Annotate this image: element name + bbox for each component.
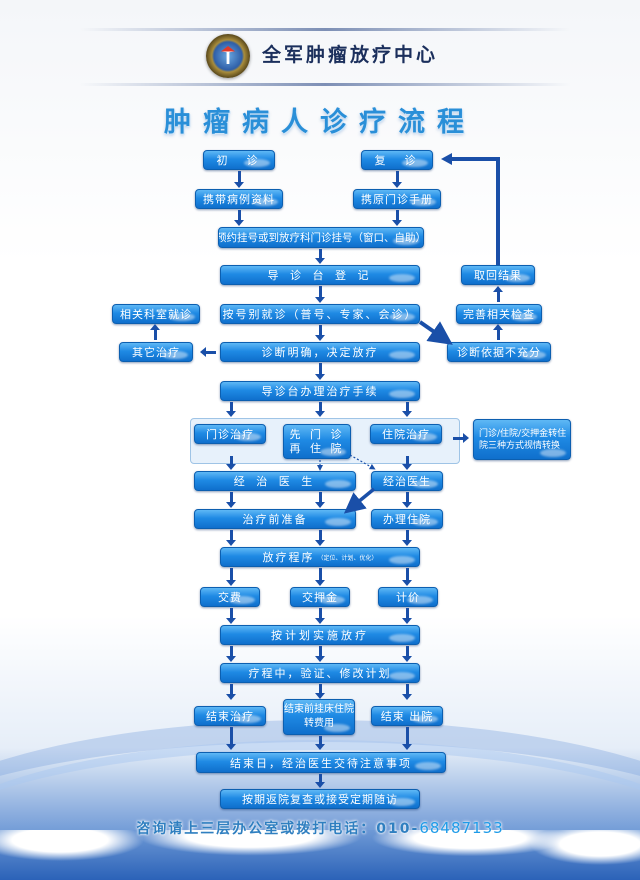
node-attending-doctor-right: 经治医生	[371, 471, 443, 491]
node-consult: 按号别就诊（普号、专家、会诊）	[220, 304, 420, 324]
rt-procedure-note: （定位、计划、优化）	[317, 554, 378, 562]
node-attending-doctor-left: 经 治 医 生	[194, 471, 356, 491]
node-outpatient-treatment: 门诊治疗	[194, 424, 266, 444]
arrow-down-icon	[226, 402, 236, 417]
arrow-down-icon	[315, 492, 325, 508]
arrow-right-icon	[453, 433, 469, 443]
arrow-down-icon	[226, 684, 236, 700]
node-rt-procedure: 放疗程序（定位、计划、优化）	[220, 547, 420, 567]
node-end-treatment: 结束治疗	[194, 706, 266, 726]
arrow-up-icon	[493, 286, 503, 302]
node-return-visit: 复 诊	[361, 150, 433, 170]
arrow-down-icon	[402, 608, 412, 624]
node-followup: 按期返院复查或接受定期随访	[220, 789, 420, 809]
page-title: 肿瘤病人诊疗流程	[164, 107, 476, 138]
arrow-down-icon	[315, 736, 325, 750]
arrow-down-icon	[315, 684, 325, 699]
arrow-down-icon	[392, 210, 402, 226]
arrow-down-icon	[234, 210, 244, 226]
arrow-down-icon	[392, 171, 402, 188]
arrow-down-icon	[226, 492, 236, 508]
node-admission: 办理住院	[371, 509, 443, 529]
arrow-left-icon	[200, 347, 216, 357]
node-end-bed-transfer: 结束前挂床住院 转费用	[283, 699, 355, 735]
node-mode-note: 门诊/住院/交押金转住院三种方式视情转换	[473, 419, 571, 460]
node-other-treatment: 其它治疗	[119, 342, 193, 362]
arrow-up-icon	[150, 324, 160, 340]
arrow-down-icon	[402, 727, 412, 750]
node-end-discharge: 结束 出院	[371, 706, 443, 726]
footer-contact-text: 咨询请上三层办公室或拨打电话：010-	[136, 821, 420, 837]
arrow-down-icon	[315, 325, 325, 341]
node-outpatient-then-inpatient: 先 门 诊 再 住 院	[283, 424, 351, 459]
node-bring-handbook: 携原门诊手册	[353, 189, 441, 209]
node-pay-fee: 交费	[200, 587, 260, 607]
arrow-down-icon	[226, 456, 236, 470]
emblem-logo-icon	[206, 34, 250, 78]
node-diagnosis-decided: 诊断明确，决定放疗	[220, 342, 420, 362]
node-related-dept: 相关科室就诊	[112, 304, 200, 324]
arrow-down-icon	[402, 456, 412, 470]
arrow-down-icon	[226, 608, 236, 624]
emblem-symbol-icon	[221, 46, 235, 64]
arrow-down-icon	[315, 646, 325, 662]
node-implement-rt: 按计划实施放疗	[220, 625, 420, 645]
arrow-down-icon	[402, 568, 412, 586]
arrow-down-icon	[402, 646, 412, 662]
arrow-down-icon	[402, 402, 412, 417]
arrow-down-icon	[402, 492, 412, 508]
footer-contact: 咨询请上三层办公室或拨打电话：010-68487133	[0, 818, 640, 838]
arrow-down-icon	[226, 530, 236, 546]
arrow-up-icon	[493, 324, 503, 340]
header-bottom-rule	[80, 83, 570, 86]
arrow-down-icon	[315, 402, 325, 417]
node-pre-treatment-prep: 治疗前准备	[194, 509, 356, 529]
node-triage-register: 导 诊 台 登 记	[220, 265, 420, 285]
node-inpatient-treatment: 住院治疗	[370, 424, 442, 444]
node-pay-deposit: 交押金	[290, 587, 350, 607]
background-clouds	[0, 830, 640, 880]
arrow-down-icon	[315, 249, 325, 264]
arrow-down-icon	[402, 684, 412, 700]
node-insufficient-basis: 诊断依据不充分	[447, 342, 551, 362]
node-triage-procedures: 导诊台办理治疗手续	[220, 381, 420, 401]
node-in-course-verify: 疗程中，验证、修改计划	[220, 663, 420, 683]
node-first-visit: 初 诊	[203, 150, 275, 170]
arrow-down-icon	[226, 646, 236, 662]
header-top-rule	[80, 28, 570, 31]
arrow-down-icon	[226, 568, 236, 586]
org-name: 全军肿瘤放疗中心	[262, 44, 439, 66]
arrow-down-icon	[315, 568, 325, 586]
node-get-results: 取回结果	[461, 265, 535, 285]
arrow-down-icon	[315, 286, 325, 303]
arrow-down-icon	[315, 363, 325, 380]
arrow-down-icon	[402, 530, 412, 546]
arrow-down-icon	[226, 727, 236, 750]
loop-connector-vertical	[496, 158, 500, 265]
arrow-down-icon	[234, 171, 244, 188]
node-bring-records: 携带病例资料	[195, 189, 283, 209]
arrow-down-icon	[315, 774, 325, 788]
loop-connector-horizontal	[450, 157, 500, 161]
arrow-down-icon	[315, 530, 325, 546]
node-complete-exams: 完善相关检查	[456, 304, 542, 324]
node-registration: 预约挂号或到放疗科门诊挂号（窗口、自助）	[218, 227, 424, 248]
node-end-day-instructions: 结束日，经治医生交待注意事项	[196, 752, 446, 773]
arrow-down-icon	[315, 608, 325, 624]
footer-phone-number: 68487133	[419, 819, 504, 837]
node-pricing: 计价	[378, 587, 438, 607]
rt-procedure-label: 放疗程序	[262, 551, 315, 564]
